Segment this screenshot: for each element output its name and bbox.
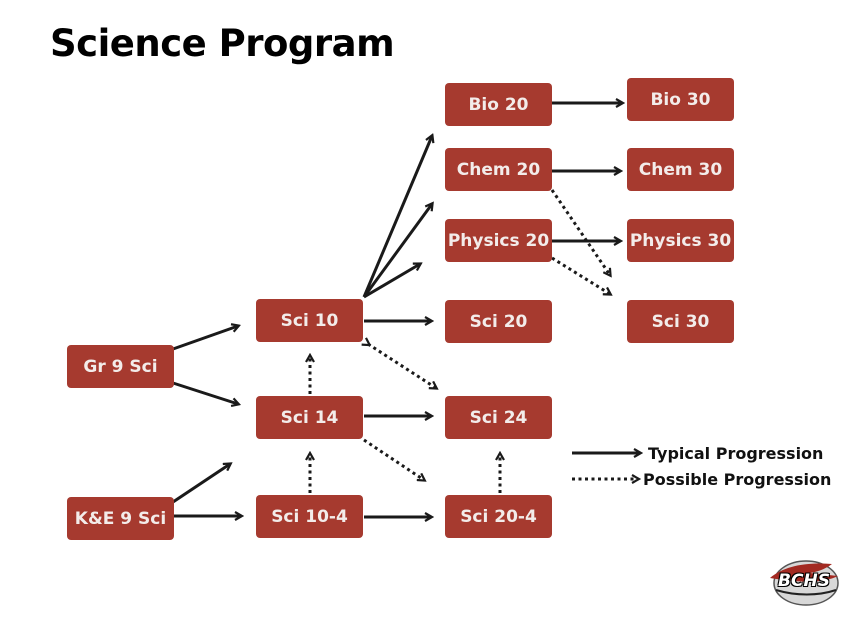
node-physics20: Physics 20 (445, 219, 552, 262)
node-ke9sci: K&E 9 Sci (67, 497, 174, 540)
school-logo: BCHS (766, 556, 842, 608)
node-chem30: Chem 30 (627, 148, 734, 191)
page-title: Science Program (50, 22, 395, 65)
arrow-physics20-sci30 (551, 256, 610, 294)
node-bio30: Bio 30 (627, 78, 734, 121)
logo-text: BCHS (778, 571, 830, 591)
node-sci24: Sci 24 (445, 396, 552, 439)
node-sci30: Sci 30 (627, 300, 734, 343)
arrow-sci10-sci24-bidir (368, 344, 436, 388)
legend-possible-label: Possible Progression (643, 470, 832, 489)
node-physics30: Physics 30 (627, 219, 734, 262)
arrow-gr9-sci10 (172, 326, 238, 351)
node-sci20-4: Sci 20-4 (445, 495, 552, 538)
arrow-sci10-physics20 (363, 264, 420, 299)
arrow-sci10-chem20 (362, 204, 432, 298)
arrow-sci14-sci20-4 (363, 438, 424, 480)
node-sci10-4: Sci 10-4 (256, 495, 363, 538)
arrow-sci10-bio20 (362, 136, 432, 298)
legend-typical-label: Typical Progression (648, 444, 824, 463)
node-gr9sci: Gr 9 Sci (67, 345, 174, 388)
node-sci10: Sci 10 (256, 299, 363, 342)
arrow-gr9-sci14 (172, 381, 238, 404)
node-chem20: Chem 20 (445, 148, 552, 191)
node-sci14: Sci 14 (256, 396, 363, 439)
node-sci20: Sci 20 (445, 300, 552, 343)
node-bio20: Bio 20 (445, 83, 552, 126)
logo-emblem-icon (770, 560, 839, 606)
arrow-ke9-up (172, 464, 230, 504)
arrow-chem20-sci30 (550, 189, 610, 275)
